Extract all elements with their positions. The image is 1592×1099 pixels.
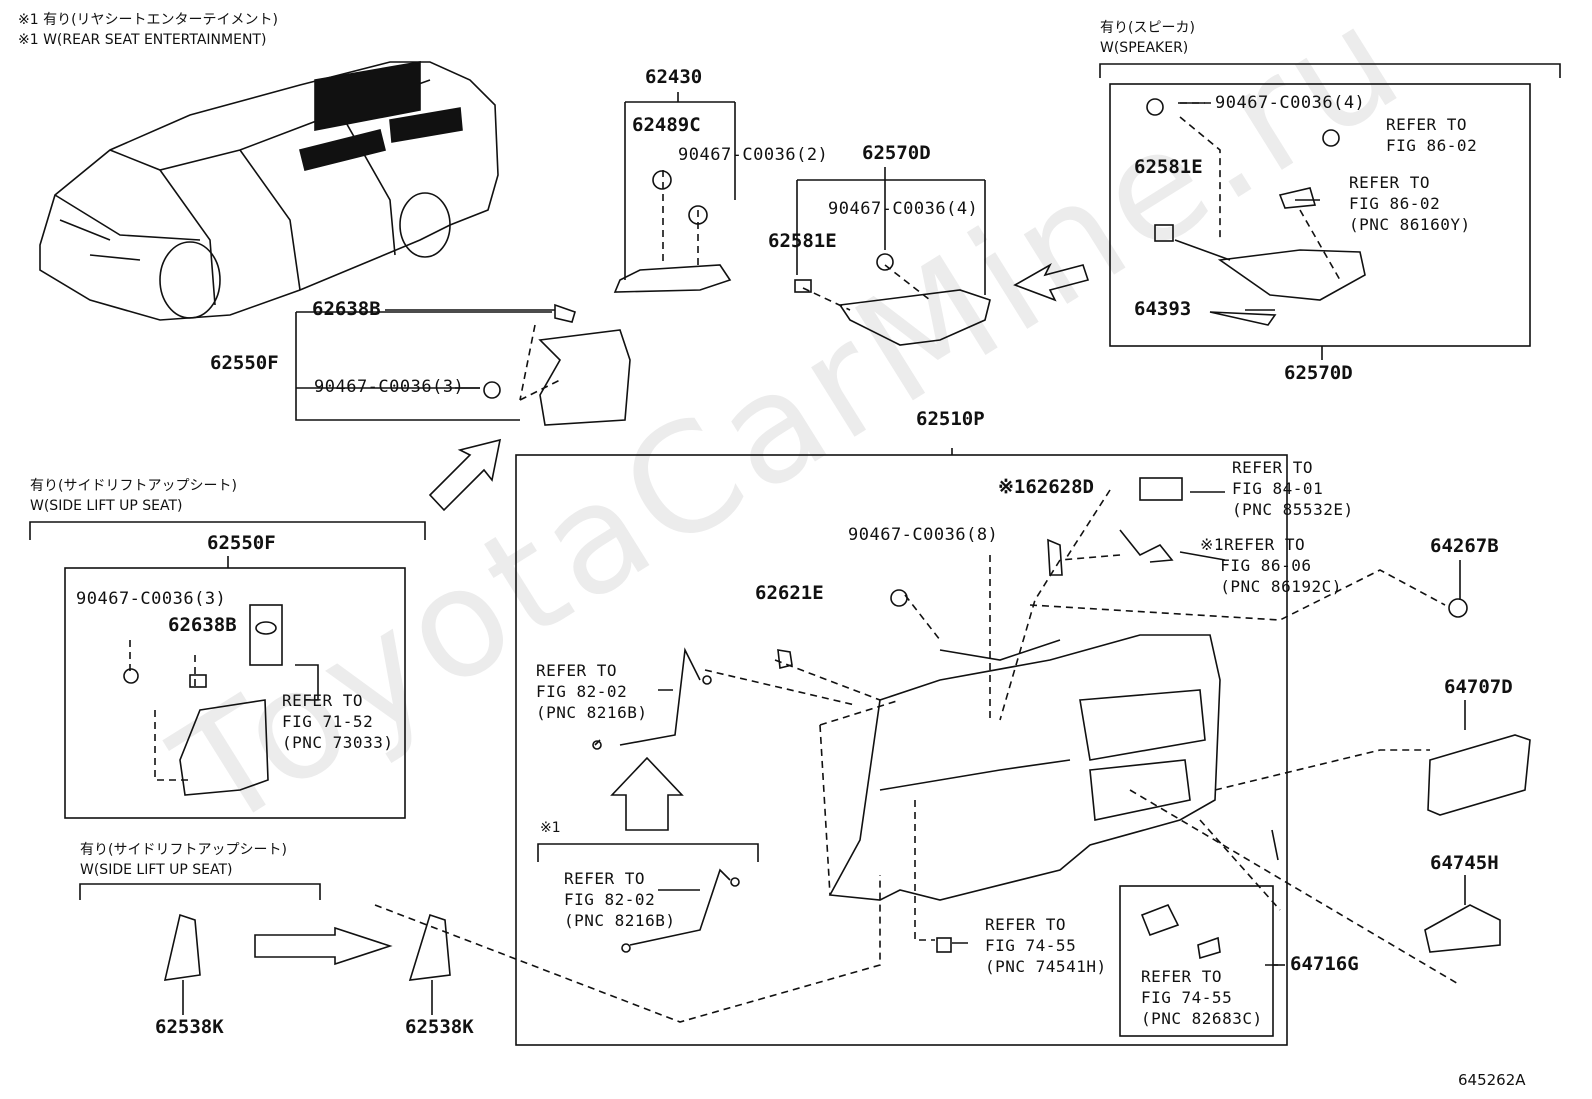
part-label-90467-4-center[interactable]: 90467-C0036(4)	[828, 199, 979, 219]
group-62538K-lines	[79, 875, 881, 1023]
part-label-90467-4-speaker[interactable]: 90467-C0036(4)	[1215, 93, 1366, 113]
part-label-62581E-speaker[interactable]: 62581E	[1134, 156, 1203, 178]
group-62550F-top-lines	[295, 303, 631, 426]
vehicle-illustration	[39, 61, 499, 321]
refer-fig-86-02-b[interactable]: REFER TO FIG 86-02 (PNC 86160Y)	[1349, 173, 1471, 234]
arrow-up-shape	[610, 756, 684, 831]
part-label-64716G[interactable]: 64716G	[1290, 953, 1359, 975]
group-62430-lines	[613, 92, 736, 293]
part-label-62550F-panel[interactable]: 62550F	[207, 532, 276, 554]
arrow-left-shape	[1013, 262, 1090, 302]
note-sidelift-1-en: W(SIDE LIFT UP SEAT)	[30, 498, 183, 514]
refer-fig-71-52[interactable]: REFER TO FIG 71-52 (PNC 73033)	[282, 691, 394, 752]
part-label-62621E[interactable]: 62621E	[755, 582, 824, 604]
part-label-62550F-top[interactable]: 62550F	[210, 352, 279, 374]
part-label-64393[interactable]: 64393	[1134, 298, 1192, 320]
note-speaker-jp: 有り(スピーカ)	[1100, 20, 1195, 36]
part-label-62538K-right[interactable]: 62538K	[405, 1016, 474, 1038]
part-label-62581E-center[interactable]: 62581E	[768, 230, 837, 252]
part-label-64707D[interactable]: 64707D	[1444, 676, 1513, 698]
note-sidelift-2-en: W(SIDE LIFT UP SEAT)	[80, 862, 233, 878]
part-label-90467-3-top[interactable]: 90467-C0036(3)	[314, 377, 465, 397]
part-label-62570D-center[interactable]: 62570D	[862, 142, 931, 164]
refer-fig-86-02-a[interactable]: REFER TO FIG 86-02	[1386, 115, 1478, 155]
refer-fig-82-02-b[interactable]: REFER TO FIG 82-02 (PNC 8216B)	[564, 869, 676, 930]
box-64716G-lines	[1119, 885, 1285, 1037]
refer-fig-74-55-b[interactable]: REFER TO FIG 74-55 (PNC 82683C)	[1141, 967, 1263, 1028]
note-sidelift-2-jp: 有り(サイドリフトアップシート)	[80, 842, 287, 858]
refer-fig-86-06[interactable]: ※1REFER TO FIG 86-06 (PNC 86192C)	[1200, 535, 1342, 596]
part-label-64745H[interactable]: 64745H	[1430, 852, 1499, 874]
note-speaker-en: W(SPEAKER)	[1100, 40, 1189, 56]
part-label-62510P[interactable]: 62510P	[916, 408, 985, 430]
part-label-62489C[interactable]: 62489C	[632, 114, 701, 136]
note-rse-en: ※1 W(REAR SEAT ENTERTAINMENT)	[18, 32, 267, 48]
part-label-62628D[interactable]: ※162628D	[998, 476, 1094, 498]
part-label-62538K-left[interactable]: 62538K	[155, 1016, 224, 1038]
panel-62550F-lines	[29, 521, 426, 819]
refer-fig-74-55-a[interactable]: REFER TO FIG 74-55 (PNC 74541H)	[985, 915, 1107, 976]
note-marker-1: ※1	[540, 820, 561, 836]
figure-id: 645262A	[1458, 1071, 1526, 1089]
group-62570D-center-lines	[794, 167, 991, 346]
part-label-62638B-panel[interactable]: 62638B	[168, 614, 237, 636]
refer-fig-84-01[interactable]: REFER TO FIG 84-01 (PNC 85532E)	[1232, 458, 1354, 519]
arrow-upright-shape	[428, 438, 502, 512]
part-label-90467-2[interactable]: 90467-C0036(2)	[678, 145, 829, 165]
part-label-62430[interactable]: 62430	[645, 66, 703, 88]
part-label-62638B-top[interactable]: 62638B	[312, 298, 381, 320]
main-box-62510P-lines	[515, 448, 1461, 1046]
note-rse-jp: ※1 有り(リヤシートエンターテイメント)	[18, 12, 279, 28]
right-parts-lines	[1424, 560, 1531, 953]
refer-fig-82-02-a[interactable]: REFER TO FIG 82-02 (PNC 8216B)	[536, 661, 648, 722]
part-label-62570D-speaker[interactable]: 62570D	[1284, 362, 1353, 384]
part-label-90467-8[interactable]: 90467-C0036(8)	[848, 525, 999, 545]
part-label-90467-3-panel[interactable]: 90467-C0036(3)	[76, 589, 227, 609]
part-label-64267B[interactable]: 64267B	[1430, 535, 1499, 557]
note-sidelift-1-jp: 有り(サイドリフトアップシート)	[30, 478, 237, 494]
